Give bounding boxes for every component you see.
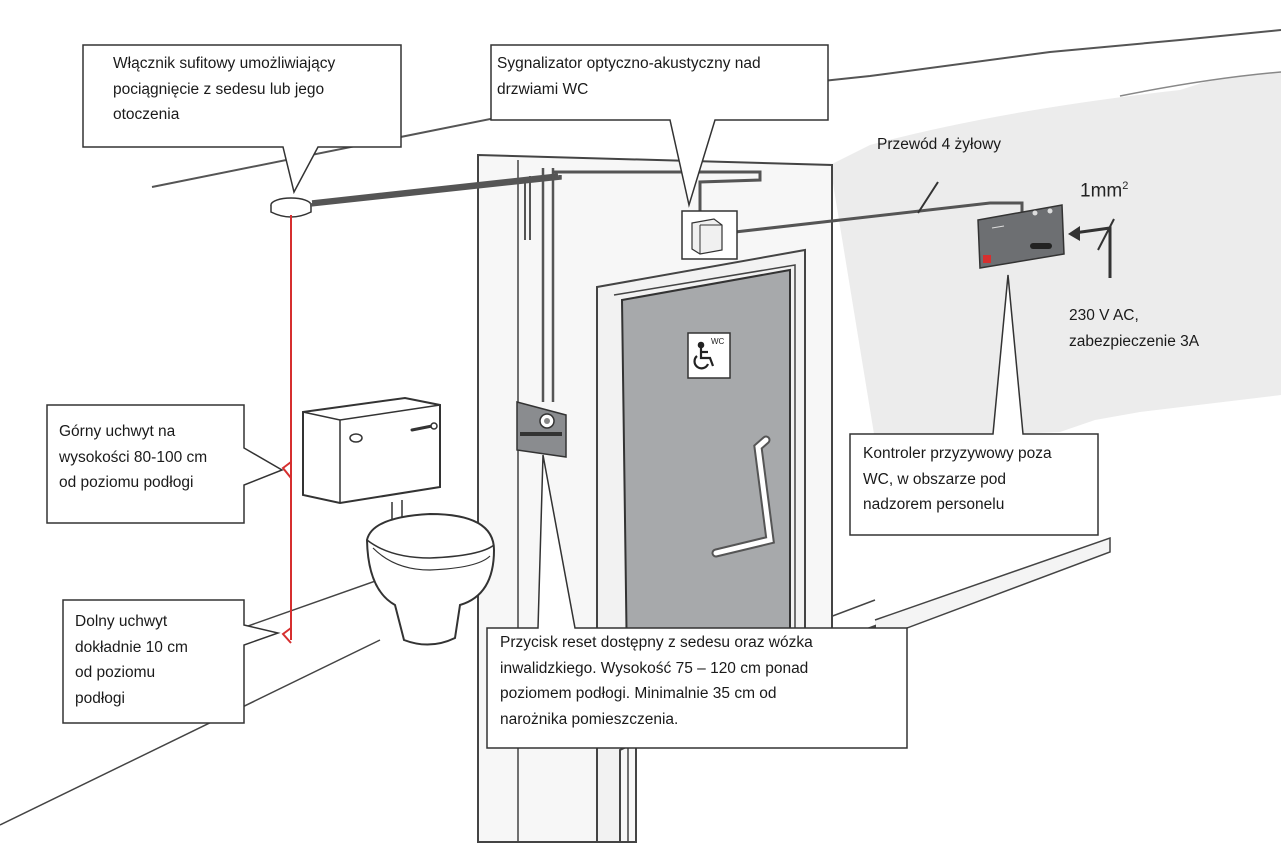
wc-door-sign	[687, 332, 731, 379]
controller-reset-slot	[1030, 243, 1052, 249]
callout-signaller	[490, 44, 829, 208]
callout-controller	[849, 274, 1099, 536]
toilet-cistern	[302, 396, 441, 505]
power-arrow-head	[1068, 226, 1080, 241]
cross-section-label: 1mm2	[1080, 180, 1128, 202]
wheelchair-icon	[693, 341, 715, 370]
controller-logo	[983, 255, 991, 263]
lower-handle-description: Dolny uchwyt dokładnie 10 cm od poziomu …	[75, 613, 188, 707]
ceiling-switch-description: Włącznik sufitowy umożliwiający pociągni…	[113, 55, 336, 123]
alarm-controller	[977, 204, 1065, 269]
callout-lower-handle	[62, 599, 281, 724]
wire-mark-cable	[917, 181, 939, 214]
reset-panel-label-strip	[520, 432, 562, 436]
power-supply-label: 230 V AC, zabezpieczenie 3A	[1069, 307, 1200, 350]
wire-down-to-reset	[541, 168, 555, 402]
power-wire-mark	[1097, 218, 1115, 251]
reset-button-description: Przycisk reset dostępny z sedesu oraz wó…	[500, 634, 813, 728]
floor-skirting-right	[874, 536, 1111, 641]
door-sign-label: WC	[711, 337, 725, 346]
toilet-seat-edge	[366, 539, 495, 559]
floor-line-left	[0, 639, 381, 826]
signaller-lens	[691, 218, 723, 255]
ceiling-edge-line	[151, 29, 1281, 188]
wire-partition-top	[524, 176, 531, 240]
signaller-description: Sygnalizator optyczno-akustyczny nad drz…	[497, 55, 761, 98]
lower-pull-handle	[281, 627, 292, 644]
controller-led-1	[1032, 210, 1038, 216]
cistern-lever-knob	[430, 422, 438, 430]
upper-handle-description: Górny uchwyt na wysokości 80-100 cm od p…	[59, 423, 208, 491]
cable-label: Przewód 4 żyłowy	[877, 136, 1002, 153]
callout-reset-button	[486, 454, 908, 749]
toilet-bowl	[365, 512, 496, 646]
callout-ceiling-switch	[82, 44, 402, 195]
cistern-flush-lever	[410, 424, 434, 432]
signaller-lens-edge	[699, 224, 722, 254]
controller-text-line	[991, 225, 1005, 229]
toilet-seat-lower	[372, 547, 491, 571]
cross-section-value: 1mm	[1080, 180, 1123, 202]
wire-switch-to-partition	[309, 173, 562, 207]
reset-button-panel	[516, 401, 567, 458]
controller-led-2	[1047, 208, 1053, 214]
reset-button-center	[544, 418, 550, 424]
door-grab-bar-highlight	[713, 437, 773, 556]
controller-description: Kontroler przyzywowy poza WC, w obszarze…	[863, 445, 1052, 513]
upper-pull-handle	[281, 461, 292, 479]
cross-section-exponent: 2	[1122, 180, 1129, 192]
callout-upper-handle	[46, 404, 284, 524]
cistern-flush-button	[349, 433, 363, 443]
right-wall-top-edge	[1119, 71, 1281, 97]
